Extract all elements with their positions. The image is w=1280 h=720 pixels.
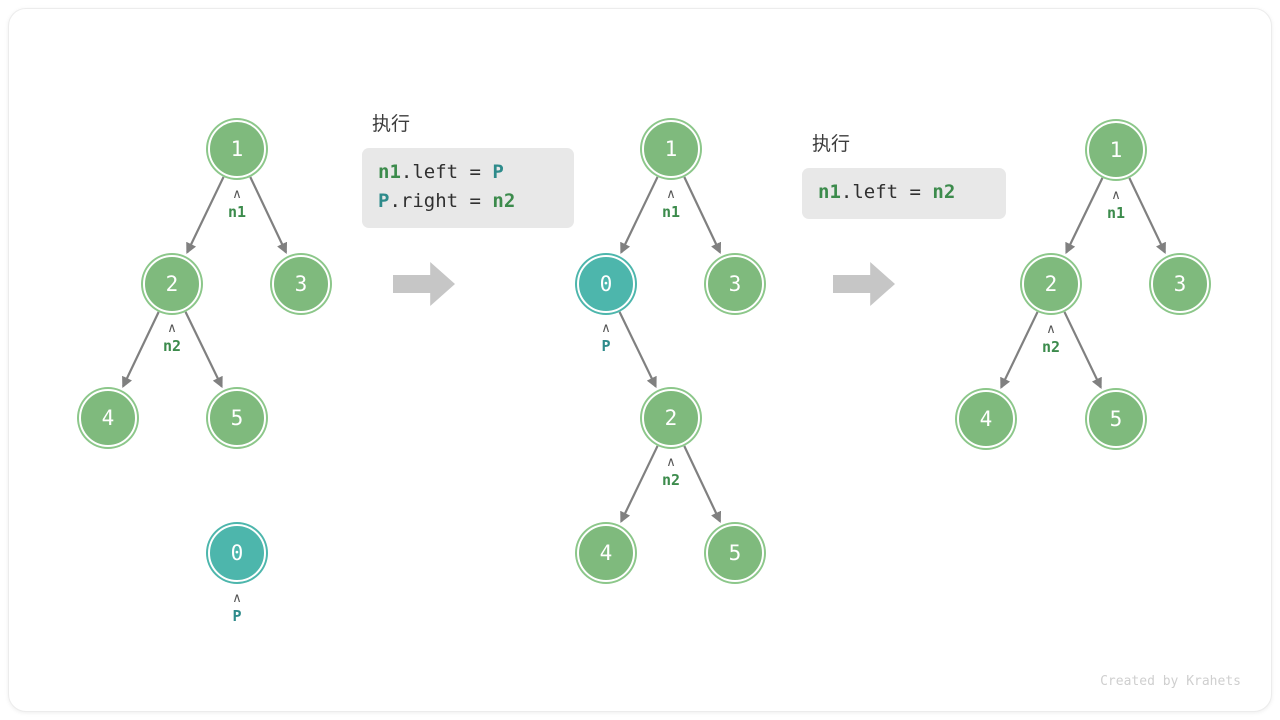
- node-value: 5: [230, 405, 244, 430]
- transition-arrow-1: [393, 262, 455, 306]
- node-value: 1: [230, 136, 244, 161]
- node-value: 3: [294, 271, 308, 296]
- tree-edge: [620, 445, 659, 524]
- pointer-label-n1: ∧n1: [227, 187, 247, 221]
- code-token: n2: [932, 181, 956, 203]
- tree-node-5[interactable]: 5: [706, 524, 764, 582]
- node-value: 0: [599, 271, 613, 296]
- tree-node-2[interactable]: 2: [143, 255, 201, 313]
- tree-node-0[interactable]: 0: [208, 524, 266, 582]
- node-value: 3: [728, 271, 742, 296]
- code-token: .left =: [840, 181, 933, 203]
- pointer-name: n2: [661, 471, 681, 489]
- pointer-name: n1: [661, 203, 681, 221]
- node-value: 5: [1109, 406, 1123, 431]
- pointer-name: n1: [227, 203, 247, 221]
- step-title-insert: 执行: [372, 113, 411, 135]
- tree-node-1[interactable]: 1: [208, 120, 266, 178]
- node-value: 5: [728, 540, 742, 565]
- pointer-label-P: ∧P: [232, 591, 242, 625]
- tree-edge: [186, 176, 225, 255]
- pointer-name: n2: [162, 337, 182, 355]
- tree-edge: [618, 311, 657, 389]
- tree-node-4[interactable]: 4: [79, 389, 137, 447]
- tree-edge: [683, 176, 722, 254]
- tree-node-5[interactable]: 5: [208, 389, 266, 447]
- tree-node-0[interactable]: 0: [577, 255, 635, 313]
- node-value: 4: [979, 406, 993, 431]
- tree-node-2[interactable]: 2: [1022, 255, 1080, 313]
- caret-up-icon: ∧: [601, 321, 611, 336]
- pointer-name: P: [232, 607, 242, 625]
- tree-node-3[interactable]: 3: [1151, 255, 1209, 313]
- code-line: n1.left = n2: [818, 178, 990, 207]
- code-line: P.right = n2: [378, 187, 558, 216]
- code-token: .left =: [400, 161, 493, 183]
- tree-node-4[interactable]: 4: [577, 524, 635, 582]
- tree-edge: [1000, 311, 1039, 390]
- step-title-restore: 执行: [812, 133, 851, 155]
- tree-edge: [1128, 177, 1166, 255]
- caret-up-icon: ∧: [167, 321, 177, 336]
- caret-up-icon: ∧: [1111, 188, 1121, 203]
- tree-edge: [184, 311, 223, 389]
- code-block-restore: n1.left = n2: [802, 168, 1006, 219]
- node-value: 3: [1173, 271, 1187, 296]
- tree-edge: [122, 311, 160, 389]
- pointer-label-n2: ∧n2: [162, 321, 182, 355]
- pointer-name: P: [601, 337, 611, 355]
- tree-node-3[interactable]: 3: [706, 255, 764, 313]
- caret-up-icon: ∧: [232, 591, 242, 606]
- code-token: .right =: [389, 190, 493, 212]
- pointer-label-P: ∧P: [601, 321, 611, 355]
- node-value: 2: [664, 405, 678, 430]
- code-token: P: [378, 190, 390, 212]
- node-value: 4: [101, 405, 115, 430]
- pointer-label-n2: ∧n2: [1041, 322, 1061, 356]
- pointer-name: n2: [1041, 338, 1061, 356]
- node-value: 4: [599, 540, 613, 565]
- pointer-name: n1: [1106, 204, 1126, 222]
- node-value: 0: [230, 540, 244, 565]
- transition-arrow-2: [833, 262, 895, 306]
- pointer-label-n2: ∧n2: [661, 455, 681, 489]
- credit-footer: Created by Krahets: [1100, 674, 1241, 689]
- tree-edge: [683, 445, 722, 523]
- code-token: P: [492, 161, 504, 183]
- code-token: n1: [818, 181, 841, 203]
- tree-edge: [1065, 177, 1104, 255]
- tree-node-3[interactable]: 3: [272, 255, 330, 313]
- caret-up-icon: ∧: [666, 187, 676, 202]
- pointer-label-n1: ∧n1: [1106, 188, 1126, 222]
- tree-node-1[interactable]: 1: [1087, 121, 1145, 179]
- edge-layer: [122, 176, 1166, 524]
- caret-up-icon: ∧: [232, 187, 242, 202]
- tree-edge: [620, 176, 659, 255]
- code-token: n1: [378, 161, 401, 183]
- tree-node-1[interactable]: 1: [642, 120, 700, 178]
- tree-node-2[interactable]: 2: [642, 389, 700, 447]
- node-value: 1: [1109, 137, 1123, 162]
- node-value: 2: [165, 271, 179, 296]
- code-token: n2: [492, 190, 516, 212]
- caret-up-icon: ∧: [666, 455, 676, 470]
- node-value: 1: [664, 136, 678, 161]
- pointer-label-n1: ∧n1: [661, 187, 681, 221]
- caret-up-icon: ∧: [1046, 322, 1056, 337]
- tree-node-4[interactable]: 4: [957, 390, 1015, 448]
- tree-edge: [1063, 311, 1102, 390]
- tree-edge: [249, 176, 288, 254]
- node-value: 2: [1044, 271, 1058, 296]
- code-line: n1.left = P: [378, 158, 558, 187]
- tree-node-5[interactable]: 5: [1087, 390, 1145, 448]
